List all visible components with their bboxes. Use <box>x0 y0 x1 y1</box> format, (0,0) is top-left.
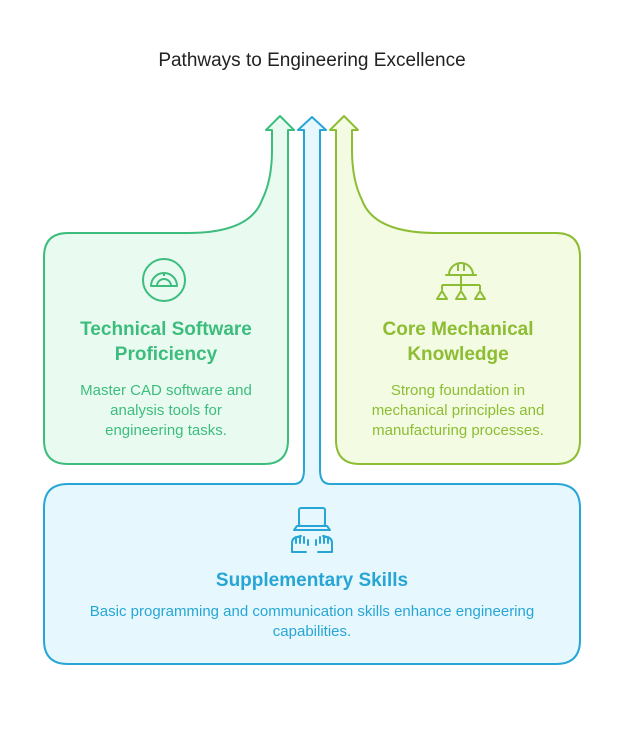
mechanical-description: Strong foundation in mechanical principl… <box>336 381 580 441</box>
technical-description: Master CAD software and analysis tools f… <box>44 381 288 441</box>
supplementary-desc-line-2: capabilities. <box>272 623 352 640</box>
mechanical-heading: Core Mechanical Knowledge <box>336 317 580 367</box>
mechanical-desc-line-3: manufacturing processes. <box>372 422 544 439</box>
technical-desc-line-3: engineering tasks. <box>105 422 227 439</box>
mechanical-pathway-shape <box>329 115 581 465</box>
protractor-icon <box>142 258 186 302</box>
mechanical-desc-line-2: mechanical principles and <box>371 402 545 419</box>
technical-heading-line-1: Technical Software <box>80 319 252 340</box>
technical-heading: Technical Software Proficiency <box>44 317 288 367</box>
supplementary-description: Basic programming and communication skil… <box>44 602 580 642</box>
hardhat-hierarchy-icon <box>436 262 486 300</box>
technical-desc-line-1: Master CAD software and <box>80 382 252 399</box>
supplementary-pathway-shape <box>43 116 581 665</box>
technical-pathway-shape <box>43 115 295 465</box>
diagram-title: Pathways to Engineering Excellence <box>158 50 466 71</box>
laptop-typing-icon <box>291 507 333 553</box>
mechanical-desc-line-1: Strong foundation in <box>390 382 526 399</box>
technical-desc-line-2: analysis tools for <box>110 402 222 419</box>
supplementary-desc-line-1: Basic programming and communication skil… <box>89 603 535 620</box>
technical-heading-line-2: Proficiency <box>114 344 218 365</box>
supplementary-heading: Supplementary Skills <box>215 570 409 591</box>
mechanical-heading-line-2: Knowledge <box>407 344 509 365</box>
mechanical-heading-line-1: Core Mechanical <box>382 319 534 340</box>
